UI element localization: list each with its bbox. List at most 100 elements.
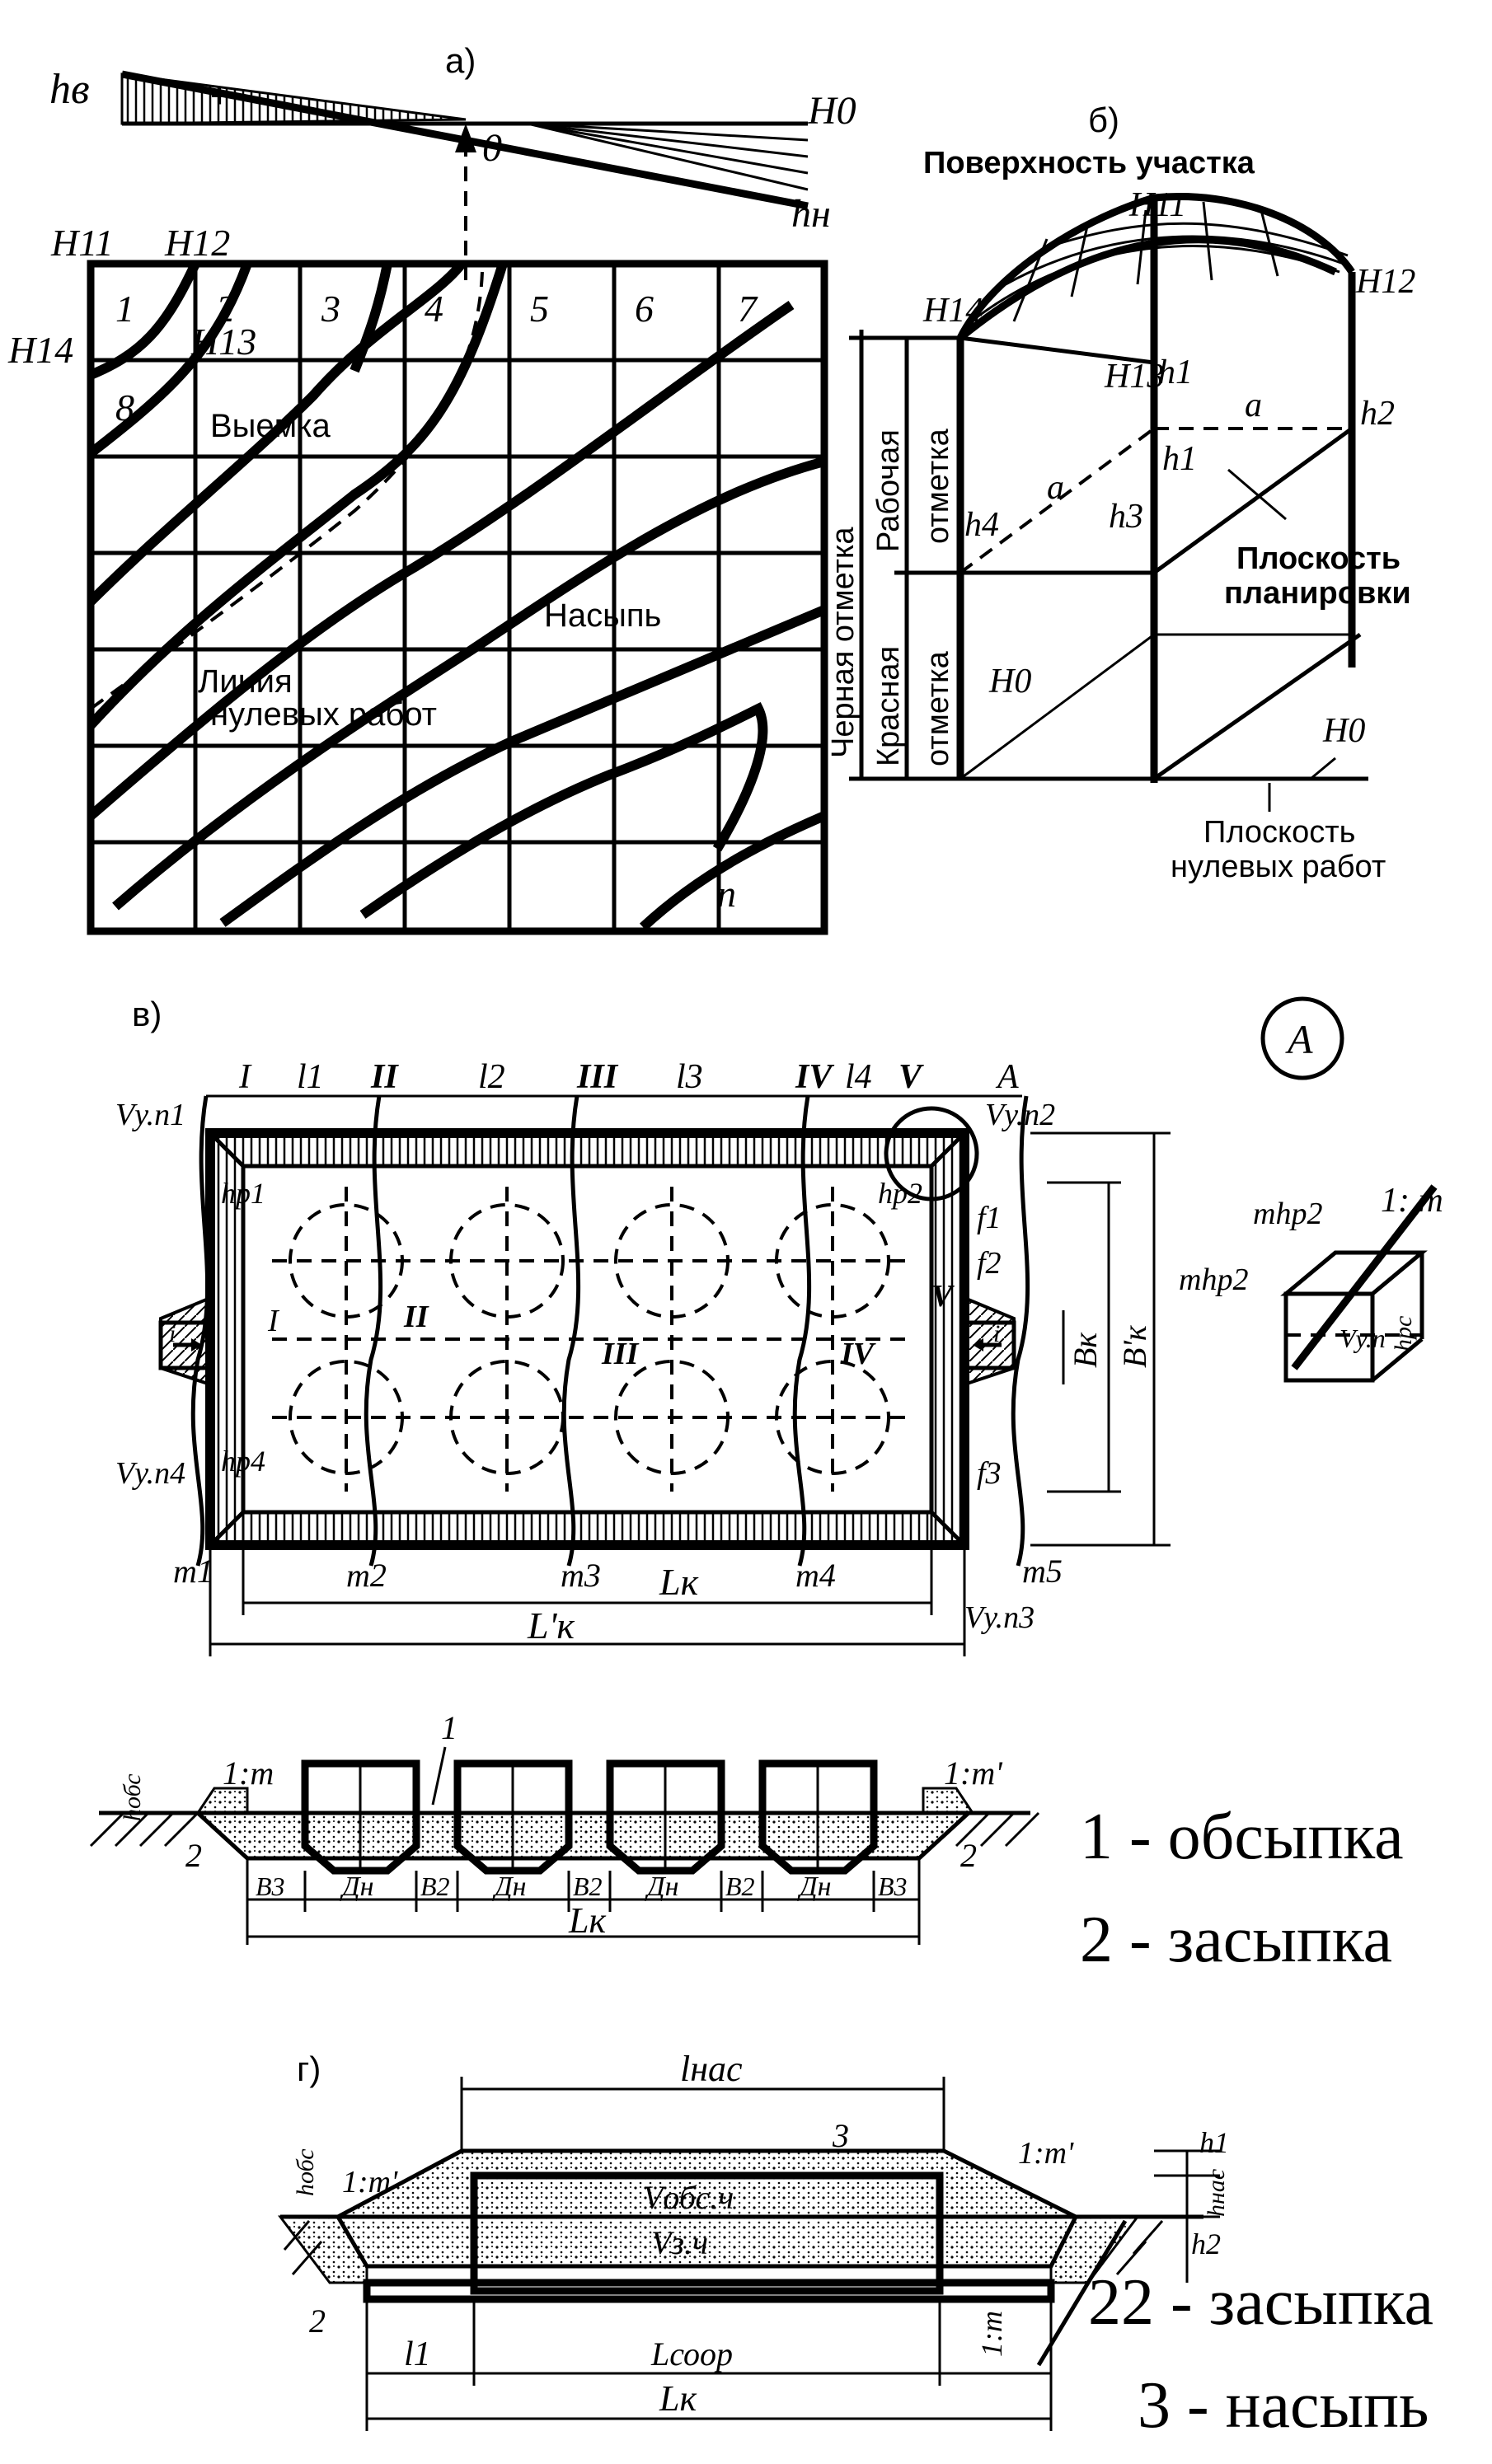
- panel-a-label: а): [445, 41, 476, 80]
- hp2-label: hр2: [878, 1177, 922, 1210]
- section-v: 1:m 1:m' hобс 1 2 2 B3 Дн B2 Дн B2 Дн B2…: [89, 1709, 1404, 1976]
- box-top-front: [959, 335, 1155, 365]
- section-slope-right: 1:m': [944, 1754, 1003, 1792]
- lk-label: Lк: [659, 1561, 699, 1603]
- section-II-label: II: [370, 1058, 399, 1096]
- callout-A-circle: [884, 1106, 979, 1202]
- bk-prime-label: B'к: [1116, 1325, 1153, 1368]
- section-b2-2: B2: [573, 1871, 603, 1901]
- working-mark-label-1: Рабочая: [871, 429, 906, 552]
- b-h1-label: h1: [1158, 354, 1193, 391]
- detail-A-circle: [1260, 996, 1344, 1080]
- detail-mhp-top: mhр2: [1253, 1197, 1322, 1231]
- svg-text:8: 8: [115, 386, 134, 429]
- g-structure: [470, 2171, 944, 2295]
- l3-label: l3: [676, 1058, 703, 1096]
- grid-cell-numbers: 1 2 3 4 5 6 7 8: [115, 288, 758, 429]
- section-ground-hatch-left: [89, 1811, 199, 1848]
- vyn3-label: Vу.п3: [964, 1600, 1035, 1635]
- section-I-label: I: [238, 1058, 252, 1096]
- svg-text:5: 5: [530, 288, 549, 330]
- g-legend-2: 2 - засыпка: [1121, 2266, 1433, 2339]
- grid-h14-label: H14: [7, 329, 73, 371]
- detail-mhp-left: mhр2: [1179, 1262, 1248, 1297]
- pit-slope-left: [213, 1166, 243, 1512]
- zero-line-label-2: нулевых работ: [210, 696, 437, 733]
- m1-label: m1: [173, 1553, 213, 1590]
- panel-b: б) Поверхность участка: [826, 101, 1415, 884]
- l4-label: l4: [845, 1058, 872, 1096]
- zero-line-label-1: Линия: [198, 663, 293, 700]
- svg-text:3: 3: [321, 288, 340, 330]
- pit-slope-bottom: [213, 1512, 962, 1543]
- detail-hpc-label: hрс: [1390, 1316, 1417, 1351]
- b-h0b-label: H0: [1322, 712, 1365, 750]
- svg-text:7: 7: [738, 288, 758, 330]
- section-tanks: [301, 1759, 878, 1875]
- section-dn-2: Дн: [492, 1871, 527, 1902]
- section-dn-4: Дн: [797, 1871, 832, 1902]
- detail-slope-label: 1: m: [1381, 1182, 1443, 1220]
- g-hnas-label: hнас: [1203, 2169, 1230, 2217]
- section-two-left: 2: [185, 1837, 202, 1874]
- detail-vyn-label: Vу.п: [1340, 1323, 1386, 1353]
- vyn2-label: Vу.п2: [985, 1098, 1055, 1132]
- b-h2-label: h2: [1360, 395, 1395, 433]
- b-h11-label: H11: [1128, 186, 1186, 224]
- zero-plane-label-1: Плоскость: [1203, 815, 1355, 850]
- g-vobs-label: Vобс.ч: [643, 2179, 734, 2216]
- inner-II-label: II: [403, 1300, 429, 1334]
- legend-1-text: 1 - обсыпка: [1080, 1801, 1404, 1873]
- section-line-3: [561, 1095, 581, 1567]
- vyn4-label: Vу.п4: [115, 1456, 185, 1491]
- g-ground-hatch: [283, 2220, 1164, 2275]
- section-two-right: 2: [960, 1837, 977, 1874]
- svg-text:6: 6: [635, 288, 654, 330]
- detail-A-box: [1280, 1184, 1438, 1383]
- panel-a: а) hв + H0 hн 0: [7, 41, 856, 935]
- hp1-label: hр1: [221, 1177, 265, 1210]
- g-lsoor-label: Lсоор: [650, 2335, 733, 2373]
- section-line-5: [1011, 1095, 1030, 1567]
- m2-label: m2: [346, 1557, 387, 1594]
- f2-label: f2: [977, 1246, 1002, 1281]
- g-slope-left: 1:m': [342, 2165, 398, 2199]
- inner-V-label: V: [931, 1279, 955, 1314]
- zero-plane-hidden: [959, 633, 1155, 780]
- zero-plane-label-2: нулевых работ: [1171, 850, 1386, 884]
- grid-h13-label: H13: [190, 321, 256, 363]
- working-mark-label-2: отметка: [921, 428, 955, 544]
- b-h0-label: H0: [988, 663, 1031, 700]
- section-dn-3: Дн: [645, 1871, 679, 1902]
- surface-front-edge: [958, 236, 1337, 341]
- legend-2-text: 2 - засыпка: [1080, 1904, 1392, 1976]
- cell-n-label: n: [717, 873, 736, 915]
- svg-text:4: 4: [425, 288, 443, 330]
- black-mark-label: Черная отметка: [826, 527, 861, 758]
- section-ground-hatch-right: [955, 1811, 1040, 1848]
- zero-arrow-head: [455, 124, 476, 152]
- hp4-label: hр4: [221, 1445, 265, 1478]
- plan-plane-label-2: планировки: [1224, 576, 1411, 611]
- fill-hatch-1: [527, 122, 809, 142]
- contour-lines: [87, 260, 827, 931]
- section-III-label: III: [576, 1058, 619, 1096]
- cut-label: Выемка: [210, 408, 331, 444]
- l1-label: l1: [297, 1058, 324, 1096]
- b-h4-label: h4: [964, 506, 999, 544]
- section-lk: Lк: [568, 1900, 606, 1941]
- b-a1-label: a: [1245, 386, 1262, 424]
- section-dim-ticks: [246, 1858, 921, 1945]
- g-slope-line: [1036, 2219, 1128, 2367]
- h-v-label: hв: [49, 66, 90, 113]
- m4-label: m4: [795, 1557, 836, 1594]
- g-slope-bottom: 1:m: [975, 2311, 1008, 2357]
- g-vz-label: Vз.ч: [651, 2224, 708, 2261]
- fill-hatch-2: [527, 122, 809, 158]
- section-b3-right: B3: [878, 1871, 908, 1901]
- svg-text:1: 1: [115, 288, 134, 330]
- g-two-prefix: 2: [1088, 2266, 1121, 2339]
- section-slope-left: 1:m: [223, 1754, 274, 1792]
- panel-b-label: б): [1088, 101, 1119, 139]
- pit-slope-right: [931, 1166, 962, 1512]
